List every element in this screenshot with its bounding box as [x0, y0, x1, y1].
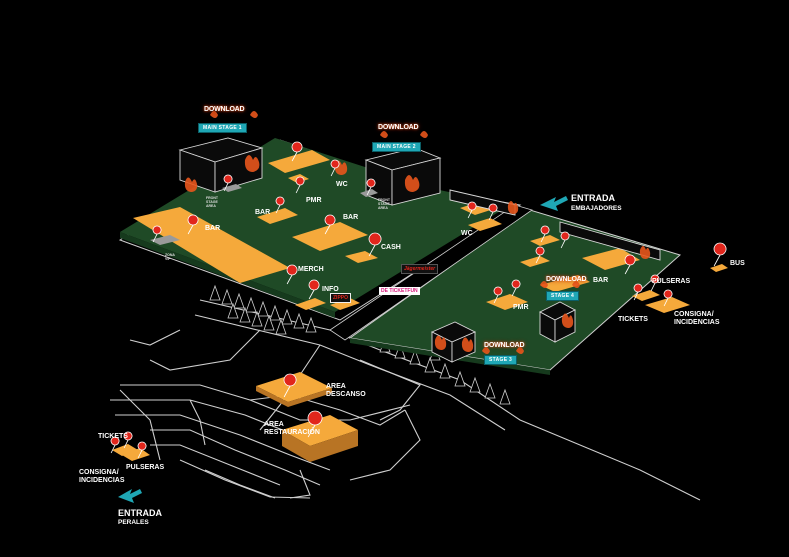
label-tickets-left: TICKETS	[98, 433, 128, 440]
label-cash: CASH	[381, 244, 401, 251]
location-pins	[110, 141, 727, 459]
pin-right-1	[540, 225, 550, 243]
pin-wc-1	[330, 159, 340, 177]
pin-front-1	[223, 174, 233, 192]
tag-stage-3: STAGE 3	[484, 355, 518, 365]
pin-bar-3	[324, 214, 336, 235]
pin-bar-2	[275, 196, 285, 214]
entrance-embajadores-subtitle: EMBAJADORES	[571, 205, 622, 212]
pin-bus	[713, 242, 727, 267]
label-pmr-1: PMR	[306, 197, 322, 204]
pin-bar-4	[624, 254, 636, 275]
pin-right-2	[560, 231, 570, 249]
pin-cash	[368, 232, 382, 257]
label-area-descanso: AREA DESCANSO	[326, 383, 366, 398]
entrance-embajadores-title: ENTRADA	[571, 193, 615, 203]
pin-consigna-l	[123, 431, 133, 449]
pin-pulseras-r	[650, 274, 660, 292]
venue-area-sides	[256, 386, 358, 462]
pin-vip	[152, 225, 162, 243]
pin-pmr-2b	[511, 279, 521, 297]
pin-wc-2a	[467, 201, 477, 219]
label-pulseras-right: PULSERAS	[652, 278, 691, 285]
pin-pmr-1	[295, 176, 305, 194]
label-front-stage-2: FRONT STAGE AREA	[378, 198, 391, 210]
arrow-embajadores	[540, 196, 568, 211]
label-consigna-right: CONSIGNA/ INCIDENCIAS	[674, 311, 720, 326]
entrance-perales-subtitle: PERALES	[118, 519, 149, 526]
pin-merch	[286, 264, 298, 285]
gray-areas	[150, 184, 378, 245]
pin-tickets-l	[110, 436, 120, 454]
pin-info	[308, 279, 320, 300]
pin-pmr-2	[493, 286, 503, 304]
entrance-perales-title: ENTRADA	[118, 508, 162, 518]
tag-main-stage-1: MAIN STAGE 1	[198, 123, 247, 133]
pin-restauracion	[307, 410, 323, 438]
label-wc-1: WC	[336, 181, 348, 188]
pin-descanso	[283, 373, 297, 398]
label-info: INFO	[322, 286, 339, 293]
label-front-stage-1: FRONT STAGE AREA	[206, 196, 219, 208]
arrow-perales	[118, 489, 142, 503]
tag-main-stage-2: MAIN STAGE 2	[372, 142, 421, 152]
pin-bar-main	[187, 214, 199, 235]
logo-stage-4: DOWNLOAD	[546, 276, 587, 283]
label-wc-2: WC	[461, 230, 473, 237]
label-bar-3: BAR	[343, 214, 359, 221]
pin-tickets-r	[633, 283, 643, 301]
entrance-arrows	[118, 196, 568, 503]
logo-main-stage-1: DOWNLOAD	[204, 106, 245, 113]
pin-right-3	[535, 246, 545, 264]
label-bar-main: BAR	[205, 225, 221, 232]
flame-decorations	[184, 111, 651, 354]
label-bar-2: BAR	[255, 209, 271, 216]
logo-stage-3: DOWNLOAD	[484, 342, 525, 349]
pin-pulseras-l	[137, 441, 147, 459]
pin-consigna-r	[663, 289, 673, 307]
label-zona-vip: ZONA VIP	[165, 253, 175, 261]
label-bar-4: BAR	[593, 277, 609, 284]
tag-stage-4: STAGE 4	[546, 291, 580, 301]
pin-wc-2b	[488, 203, 498, 221]
pin-bar-1	[291, 141, 303, 162]
label-consigna-left: CONSIGNA/ INCIDENCIAS	[79, 469, 125, 484]
sponsor-zippo: ZIPPO	[330, 293, 352, 303]
sponsor-ticketfun: DE TICKETFUN	[379, 287, 420, 295]
label-area-restauracion: AREA RESTAURACIÓN	[264, 421, 320, 436]
logo-main-stage-2: DOWNLOAD	[378, 124, 419, 131]
label-bus: BUS	[730, 260, 745, 267]
label-pmr-2: PMR	[513, 304, 529, 311]
sponsor-script: Jägermeister	[401, 264, 439, 274]
label-merch: MERCH	[298, 266, 324, 273]
label-pulseras-left: PULSERAS	[126, 464, 165, 471]
pin-front-2	[366, 178, 376, 196]
label-tickets-right: TICKETS	[618, 316, 648, 323]
